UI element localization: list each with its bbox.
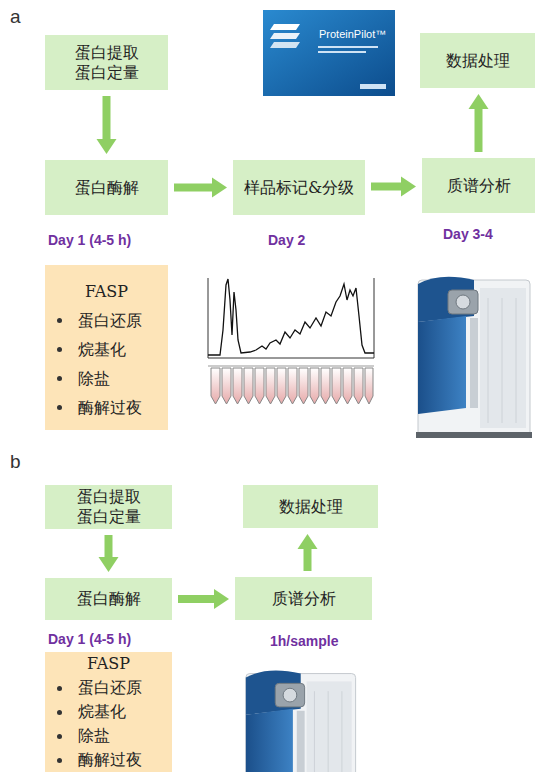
flow-arrow <box>174 178 227 198</box>
time-label: 1h/sample <box>270 633 338 649</box>
panel-letter: b <box>10 451 21 473</box>
bullet-dot <box>57 758 62 763</box>
bullet-item: 除盐 <box>45 364 168 393</box>
time-label: Day 1 (4-5 h) <box>48 232 131 248</box>
flow-arrow <box>469 94 489 152</box>
box-label: 数据处理 <box>279 497 343 517</box>
box-label: 质谱分析 <box>447 176 511 196</box>
bullet-dot <box>57 318 62 323</box>
arrow-shaft <box>475 108 483 152</box>
process-box: 质谱分析 <box>422 158 535 213</box>
time-label: Day 3-4 <box>443 226 493 242</box>
flow-arrow <box>298 534 318 571</box>
arrow-head <box>99 557 119 572</box>
process-box: 蛋白酶解 <box>45 578 172 620</box>
flow-arrow <box>178 589 229 609</box>
time-label: Day 1 (4-5 h) <box>48 631 131 647</box>
bullet-item: 酶解过夜 <box>45 393 168 422</box>
arrow-shaft <box>371 183 402 191</box>
bullet-item: 蛋白还原 <box>45 306 168 335</box>
bullet-item: 酶解过夜 <box>45 748 172 772</box>
process-box: 质谱分析 <box>235 577 372 620</box>
method-panel: FASP蛋白还原烷基化除盐酶解过夜 <box>45 265 168 430</box>
method-heading: FASP <box>45 652 172 676</box>
process-box: 蛋白提取 蛋白定量 <box>45 485 172 529</box>
flow-arrow <box>371 177 416 197</box>
flow-arrow <box>99 535 119 572</box>
bullet-item: 烷基化 <box>45 700 172 724</box>
chromatogram <box>208 278 374 366</box>
arrow-head <box>401 177 416 197</box>
bullet-dot <box>57 376 62 381</box>
box-label: 质谱分析 <box>272 589 336 609</box>
flow-arrow <box>97 96 117 154</box>
arrow-head <box>214 589 229 609</box>
box-label: 样品标记&分级 <box>244 178 354 198</box>
box-label: 蛋白酶解 <box>77 589 141 609</box>
arrow-shaft <box>304 548 312 571</box>
arrow-shaft <box>174 184 213 192</box>
bullet-dot <box>57 710 62 715</box>
arrow-shaft <box>178 595 215 603</box>
box-label: 数据处理 <box>446 51 510 71</box>
process-box: 蛋白酶解 <box>45 160 168 215</box>
mass-spectrometer <box>416 277 532 438</box>
arrow-shaft <box>103 96 111 140</box>
bullet-dot <box>57 686 62 691</box>
process-box: 蛋白提取 蛋白定量 <box>45 35 168 90</box>
method-heading: FASP <box>45 277 168 306</box>
bullet-item: 除盐 <box>45 724 172 748</box>
arrow-shaft <box>105 535 113 558</box>
panel-letter: a <box>10 6 21 28</box>
arrow-head <box>97 139 117 154</box>
process-box: 数据处理 <box>420 33 535 88</box>
box-label: 蛋白酶解 <box>75 178 139 198</box>
arrow-head <box>469 94 489 109</box>
method-panel: FASP蛋白还原烷基化除盐酶解过夜 <box>45 652 172 772</box>
process-box: 样品标记&分级 <box>233 160 365 215</box>
box-label: 蛋白提取 蛋白定量 <box>51 43 162 83</box>
bullet-item: 烷基化 <box>45 335 168 364</box>
fraction-tubes <box>211 368 373 404</box>
arrow-head <box>212 178 227 198</box>
bullet-dot <box>57 347 62 352</box>
mass-spectrometer <box>244 670 358 772</box>
box-label: 蛋白提取 蛋白定量 <box>51 487 166 527</box>
time-label: Day 2 <box>268 232 305 248</box>
process-box: 数据处理 <box>243 485 378 528</box>
bullet-dot <box>57 405 62 410</box>
bullet-item: 蛋白还原 <box>45 676 172 700</box>
software-logo <box>263 10 395 96</box>
bullet-dot <box>57 734 62 739</box>
logo-text: ProteinPilot™ <box>319 28 386 40</box>
arrow-head <box>298 534 318 549</box>
